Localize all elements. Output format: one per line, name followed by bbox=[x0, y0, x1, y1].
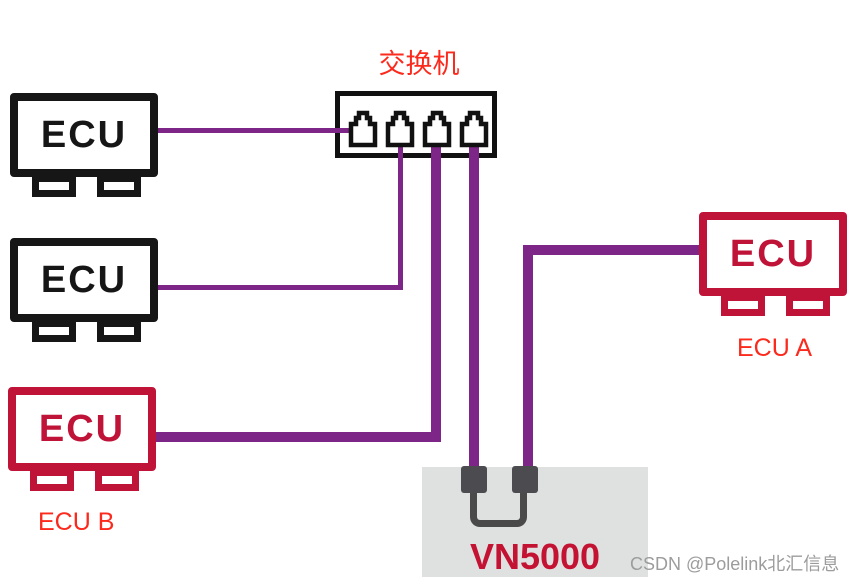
ecu-foot bbox=[32, 320, 76, 342]
ecu-foot bbox=[30, 469, 74, 491]
ecu-mid-left: ECU bbox=[10, 238, 158, 344]
wire-port2-vertical bbox=[398, 146, 403, 290]
vn5000-connector-1 bbox=[461, 466, 487, 493]
rj45-port-icon bbox=[385, 110, 415, 148]
ecu-b: ECU bbox=[8, 387, 156, 493]
wire-ecua-to-vn5000 bbox=[523, 245, 533, 480]
ecu-label: ECU bbox=[729, 233, 817, 275]
ecu-body: ECU bbox=[699, 212, 847, 296]
ecu-body: ECU bbox=[10, 238, 158, 322]
wire-port3-vertical bbox=[431, 146, 441, 442]
wire-ecua-horizontal bbox=[523, 245, 700, 255]
ecu-b-label: ECU B bbox=[38, 508, 115, 536]
rj45-port-icon bbox=[459, 110, 489, 148]
ecu-a-label: ECU A bbox=[737, 334, 813, 362]
ecu-top-left: ECU bbox=[10, 93, 158, 199]
wire-ecu1-to-switch bbox=[158, 128, 354, 133]
rj45-port-icon bbox=[422, 110, 452, 148]
ecu-foot bbox=[97, 320, 141, 342]
ecu-foot bbox=[721, 294, 765, 316]
wire-port4-to-vn5000 bbox=[469, 146, 479, 480]
vn5000-label: VN5000 bbox=[469, 536, 601, 577]
ecu-foot bbox=[32, 175, 76, 197]
ecu-a: ECU bbox=[699, 212, 847, 318]
switch-title: 交换机 bbox=[378, 49, 460, 79]
ecu-foot bbox=[95, 469, 139, 491]
ecu-foot bbox=[97, 175, 141, 197]
rj45-port-icon bbox=[348, 110, 378, 148]
wire-port2-to-ecu2 bbox=[158, 285, 403, 290]
watermark-text: CSDN @Polelink北汇信息 bbox=[630, 554, 840, 574]
loopback-cable bbox=[470, 491, 527, 527]
ecu-label: ECU bbox=[40, 259, 128, 301]
ecu-foot bbox=[786, 294, 830, 316]
ecu-body: ECU bbox=[10, 93, 158, 177]
ecu-label: ECU bbox=[38, 408, 126, 450]
vn5000-connector-2 bbox=[512, 466, 538, 493]
ethernet-switch bbox=[335, 91, 497, 158]
ecu-body: ECU bbox=[8, 387, 156, 471]
ecu-label: ECU bbox=[40, 114, 128, 156]
wire-port3-to-ecub bbox=[155, 432, 441, 442]
